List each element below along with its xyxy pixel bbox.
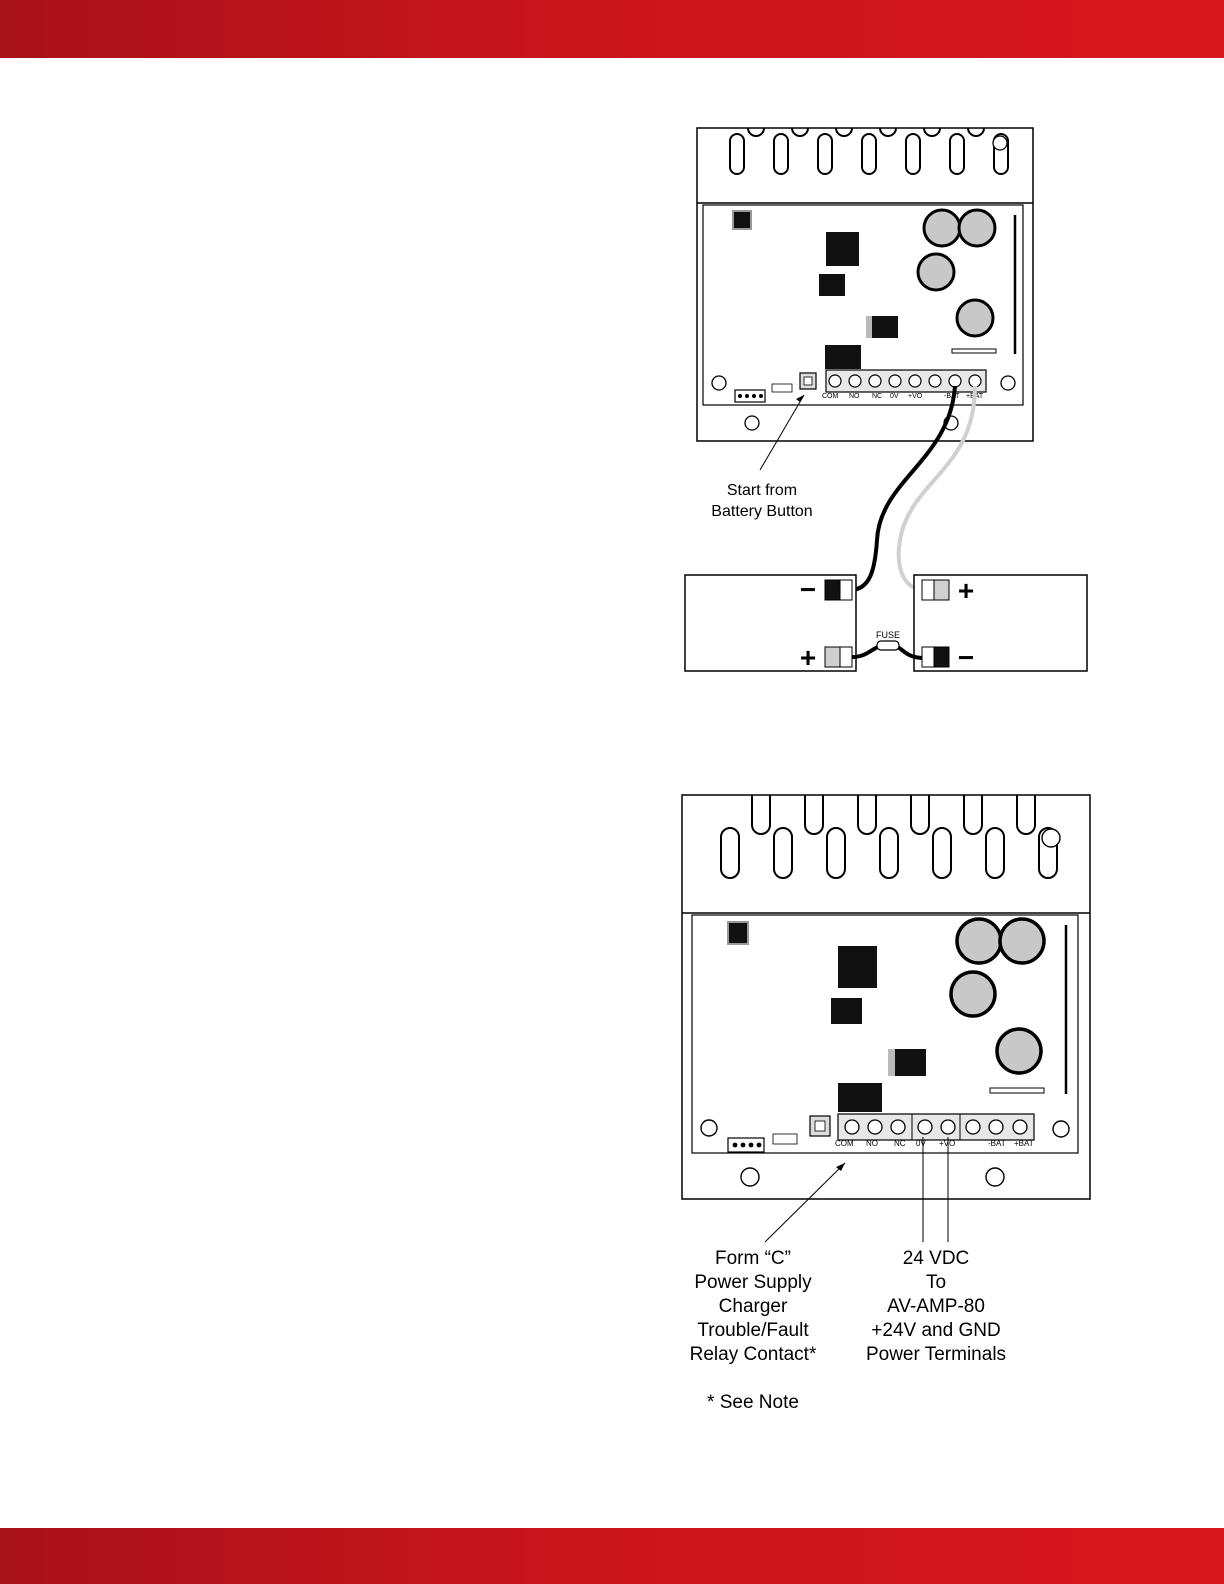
relay-block: [825, 345, 861, 369]
negative-battery-wire: [850, 386, 955, 590]
right-callout: 24 VDC To AV-AMP-80 +24V and GND Power T…: [866, 1248, 1006, 1365]
terminal-labels: COM NO NC 0V +VO -BAT +BAT: [822, 393, 984, 400]
left-callout-line-4: Trouble/Fault: [697, 1320, 809, 1341]
callout-line-2: Battery Button: [711, 503, 812, 520]
terminal-2-label-0v: 0V: [916, 1139, 926, 1148]
terminal-2-label-pos-bat: +BAT: [1014, 1139, 1034, 1148]
battery-right-pos-sign: +: [958, 575, 974, 606]
heatsink: [697, 128, 1033, 203]
right-callout-line-1: 24 VDC: [903, 1248, 970, 1269]
transformer-block-2: [838, 946, 877, 988]
ic-chip-2: [728, 922, 748, 944]
capacitors-2: [951, 919, 1044, 1073]
relay-block-2: [838, 1083, 882, 1112]
right-callout-line-3: AV-AMP-80: [887, 1296, 985, 1317]
component-block: [819, 274, 845, 296]
fuse: [877, 641, 899, 650]
terminal-2-label-neg-bat: -BAT: [988, 1139, 1006, 1148]
battery-left-neg-sign: −: [800, 574, 816, 605]
terminal-label-vo: +VO: [908, 393, 923, 400]
heatsink-2: [682, 795, 1090, 913]
battery-right-neg-sign: −: [958, 642, 974, 673]
component-block-2: [831, 998, 862, 1024]
battery-left-pos-sign: +: [800, 642, 816, 673]
ic-chip: [733, 211, 751, 229]
terminal-label-0v: 0V: [890, 393, 899, 400]
left-callout-line-5: Relay Contact*: [690, 1344, 817, 1365]
power-output-diagram: COM NO NC 0V +VO -BAT +BAT Form “C” Powe…: [682, 795, 1090, 1413]
right-callout-line-5: Power Terminals: [866, 1344, 1006, 1365]
terminal-label-com: COM: [822, 393, 839, 400]
see-note: * See Note: [707, 1392, 799, 1413]
left-callout-line-3: Charger: [719, 1296, 788, 1317]
callout-line-1: Start from: [727, 482, 797, 499]
terminal-label-no: NO: [849, 393, 860, 400]
left-callout: Form “C” Power Supply Charger Trouble/Fa…: [690, 1248, 817, 1365]
left-callout-line-2: Power Supply: [694, 1272, 812, 1293]
right-callout-line-2: To: [926, 1272, 946, 1293]
fuse-label: FUSE: [876, 630, 900, 640]
left-callout-line-1: Form “C”: [715, 1248, 791, 1269]
capacitors: [918, 210, 995, 336]
terminal-2-label-nc: NC: [894, 1139, 906, 1148]
terminal-2-label-com: COM: [835, 1139, 854, 1148]
dip-switch-2: [773, 1134, 797, 1144]
terminal-label-nc: NC: [872, 393, 882, 400]
right-callout-line-4: +24V and GND: [871, 1320, 1000, 1341]
terminal-2-label-no: NO: [866, 1139, 878, 1148]
dip-switch: [772, 384, 792, 392]
transformer-block: [826, 232, 859, 266]
terminal-2-label-vo: +VO: [939, 1139, 955, 1148]
positive-battery-wire: [899, 386, 975, 590]
battery-wiring-diagram: COM NO NC 0V +VO -BAT +BAT Start from Ba…: [685, 128, 1087, 673]
